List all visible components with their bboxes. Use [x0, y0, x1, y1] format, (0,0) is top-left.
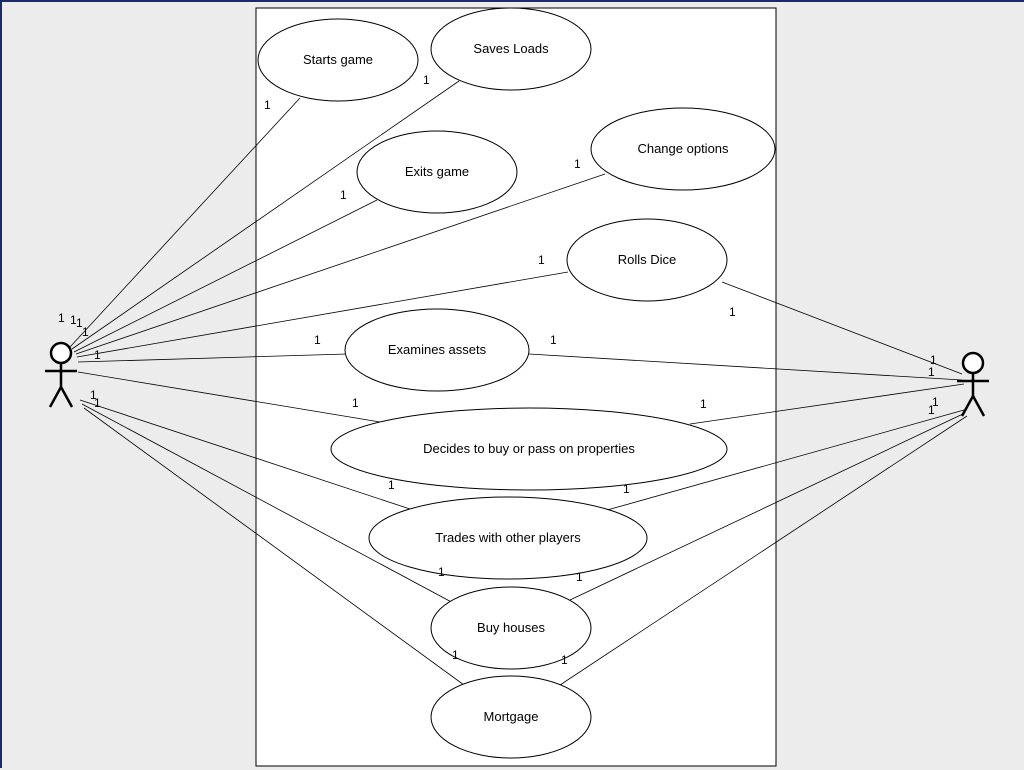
- association-line: [77, 353, 348, 363]
- use-case-label: Saves Loads: [473, 41, 549, 56]
- multiplicity-label: 1: [452, 648, 459, 662]
- multiplicity-label: 1: [574, 157, 581, 171]
- casual-actor-head: [961, 351, 985, 375]
- association-line: [599, 409, 965, 513]
- multiplicity-label: 1: [94, 396, 101, 410]
- multiplicity-label: 1: [932, 395, 939, 409]
- use-case-label: Buy houses: [477, 620, 545, 635]
- multiplicity-label: 1: [928, 365, 935, 379]
- primary-actor[interactable]: [45, 341, 77, 408]
- primary-actor-head: [49, 341, 73, 365]
- multiplicity-label: 1: [90, 388, 97, 402]
- multiplicity-label: 1: [340, 188, 347, 202]
- association-line: [69, 97, 301, 348]
- multiplicity-label: 1: [70, 313, 77, 327]
- use-case-saves-loads[interactable]: Saves Loads: [430, 7, 592, 91]
- multiplicity-label: 1: [550, 333, 557, 347]
- multiplicity-label: 1: [538, 253, 545, 267]
- multiplicity-label: 1: [438, 565, 445, 579]
- use-case-ellipse: [344, 308, 530, 392]
- multiplicity-label: 1: [423, 73, 430, 87]
- use-case-change-options[interactable]: Change options: [590, 107, 776, 191]
- association-line: [81, 403, 458, 606]
- use-case-ellipse: [590, 107, 776, 191]
- use-case-mortgage[interactable]: Mortgage: [430, 675, 592, 759]
- casual-actor-right-leg: [971, 395, 986, 417]
- use-case-label: Starts game: [303, 52, 373, 67]
- association-line: [71, 80, 460, 350]
- association-line: [528, 353, 963, 381]
- association-line: [76, 271, 569, 358]
- use-case-ellipse: [356, 130, 518, 214]
- multiplicity-label: 1: [700, 397, 707, 411]
- use-case-ellipse: [430, 675, 592, 759]
- multiplicity-label: 1: [928, 403, 935, 417]
- multiplicity-label: 1: [58, 311, 65, 325]
- use-case-starts-game[interactable]: Starts game: [257, 18, 419, 102]
- use-case-ellipse: [430, 7, 592, 91]
- use-case-rolls-dice[interactable]: Rolls Dice: [566, 218, 728, 302]
- use-case-label: Decides to buy or pass on properties: [423, 441, 635, 456]
- primary-actor-left-leg: [48, 386, 63, 408]
- association-line: [75, 173, 606, 355]
- multiplicity-label: 1: [82, 325, 89, 339]
- use-case-ellipse: [566, 218, 728, 302]
- use-case-ellipse: [430, 586, 592, 670]
- association-line: [689, 383, 965, 425]
- association-line: [73, 199, 378, 353]
- use-case-buy-houses[interactable]: Buy houses: [430, 586, 592, 670]
- use-case-examines-assets[interactable]: Examines assets: [344, 308, 530, 392]
- association-line: [569, 412, 966, 601]
- association-line: [77, 371, 381, 423]
- use-case-ellipse: [330, 407, 728, 491]
- multiplicity-label: 1: [94, 348, 101, 362]
- use-case-ellipse: [368, 496, 648, 580]
- multiplicity-label: 1: [264, 98, 271, 112]
- multiplicity-label: 1: [388, 478, 395, 492]
- multiplicity-label: 1: [314, 333, 321, 347]
- use-case-label: Trades with other players: [435, 530, 581, 545]
- multiplicity-label: 1: [76, 316, 83, 330]
- multiplicity-label: 1: [623, 482, 630, 496]
- association-lines: [69, 80, 968, 686]
- use-case-label: Change options: [637, 141, 729, 156]
- association-line: [83, 407, 465, 686]
- use-case-decides-buy[interactable]: Decides to buy or pass on properties: [330, 407, 728, 491]
- use-case-label: Examines assets: [388, 342, 487, 357]
- association-line: [79, 399, 411, 510]
- use-case-trades[interactable]: Trades with other players: [368, 496, 648, 580]
- multiplicity-label: 1: [576, 570, 583, 584]
- casual-actor[interactable]: [957, 351, 989, 417]
- use-case-label: Rolls Dice: [618, 252, 677, 267]
- primary-actor-right-leg: [59, 386, 74, 408]
- association-line: [559, 415, 968, 686]
- use-case-label: Mortgage: [484, 709, 539, 724]
- casual-actor-left-leg: [960, 395, 975, 417]
- use-case-ellipse: [257, 18, 419, 102]
- multiplicity-label: 1: [561, 653, 568, 667]
- multiplicity-label: 1: [352, 396, 359, 410]
- multiplicity-label: 1: [729, 305, 736, 319]
- multiplicity-label: 1: [930, 353, 937, 367]
- association-line: [721, 281, 963, 375]
- use-case-exits-game[interactable]: Exits game: [356, 130, 518, 214]
- use-case-label: Exits game: [405, 164, 469, 179]
